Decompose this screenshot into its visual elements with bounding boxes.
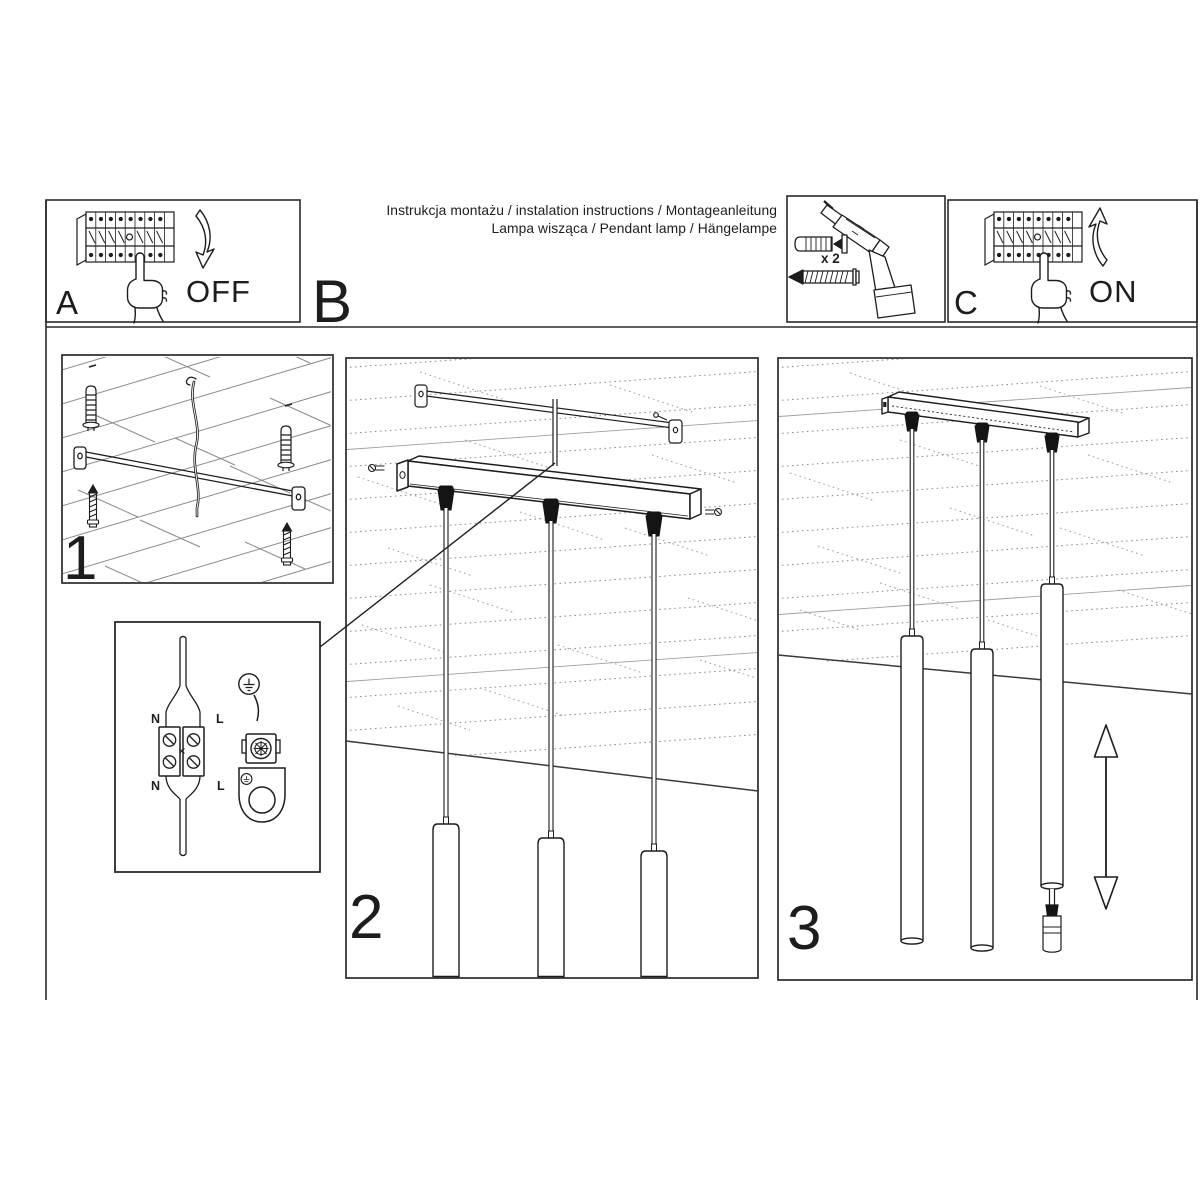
canopy — [396, 455, 702, 520]
circuit-breaker-icon — [985, 212, 1082, 265]
panel-3-border — [777, 357, 1193, 981]
ground-connection — [238, 673, 286, 823]
wire-label-n-top: N — [151, 712, 161, 726]
screw-quantity-label: x 2 — [821, 251, 840, 266]
on-label: ON — [1089, 274, 1138, 309]
wiring-detail-box — [114, 621, 321, 873]
drill-hole-marks — [88, 364, 293, 407]
canopy — [881, 391, 1090, 438]
ceiling-planks — [779, 359, 1191, 666]
pendant-cables — [909, 429, 1055, 649]
ground-clamp — [241, 733, 281, 764]
screw-icon — [280, 522, 294, 566]
wall-plug-icon — [82, 385, 100, 432]
mounting-bracket — [414, 384, 683, 444]
circuit-breaker-icon — [77, 212, 174, 265]
step-a-illustration — [77, 209, 215, 324]
height-adjust-arrow — [1093, 724, 1119, 910]
mounting-bracket — [73, 446, 306, 511]
canopy-screws — [367, 463, 723, 517]
step-c-box — [947, 199, 1198, 323]
cord-grips — [437, 485, 663, 537]
panel-1-number: 1 — [63, 524, 98, 593]
wire-label-l-top: L — [216, 712, 224, 726]
cord-grips — [904, 411, 1060, 453]
power-cable — [185, 376, 200, 518]
mains-cable — [552, 399, 558, 466]
title-line-1: Instrukcja montażu / instalation instruc… — [386, 203, 777, 218]
terminal-block-assembly — [158, 635, 205, 857]
pointing-hand-icon — [126, 252, 168, 324]
detail-leader-line — [319, 462, 556, 648]
hardware-box — [786, 195, 946, 323]
ground-symbol-icon — [238, 673, 260, 695]
panel-1-illustration — [61, 354, 334, 584]
step-a-box — [45, 199, 301, 323]
pendant-tubes — [432, 816, 668, 978]
panel-2-number: 2 — [349, 883, 384, 952]
step-c-illustration — [985, 207, 1108, 324]
pendant-cables — [443, 508, 657, 851]
drill-icon — [820, 200, 916, 319]
step-c-label: C — [954, 284, 978, 321]
pendant-tubes — [900, 576, 1064, 952]
on-arrow-icon — [1088, 207, 1108, 267]
bulb-socket — [1042, 889, 1062, 953]
hardware-illustration — [788, 200, 916, 319]
screw-icon — [86, 484, 100, 528]
title-line-2: Lampa wisząca / Pendant lamp / Hängelamp… — [491, 221, 777, 236]
pointing-hand-icon — [1030, 252, 1072, 324]
step-b-label: B — [312, 268, 353, 335]
panel-2-border — [345, 357, 759, 979]
off-arrow-icon — [195, 209, 215, 269]
panel-2-illustration — [345, 357, 759, 979]
wire-label-l-bottom: L — [217, 779, 225, 793]
off-label: OFF — [186, 274, 251, 309]
screw-icon — [788, 268, 860, 286]
panel-3-number: 3 — [787, 894, 822, 963]
wall-plug-icon — [277, 425, 295, 472]
ceiling-bracket-plate — [238, 767, 286, 823]
panel-1-border — [61, 354, 334, 584]
step-a-label: A — [56, 284, 79, 321]
page-frame — [45, 195, 1198, 1000]
wall-plug-icon — [794, 234, 848, 254]
panel-3-illustration — [777, 357, 1193, 981]
wire-label-n-bottom: N — [151, 779, 161, 793]
